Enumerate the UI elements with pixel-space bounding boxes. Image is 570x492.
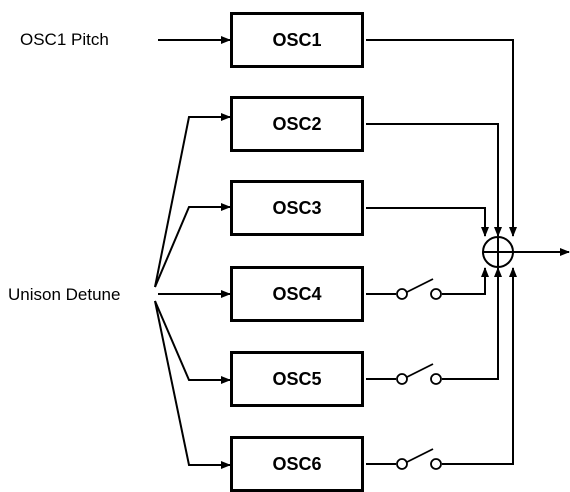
osc2-label: OSC2 (272, 113, 322, 134)
switch-osc5 (396, 363, 442, 385)
switch-osc4 (396, 278, 442, 300)
osc6-block: OSC6 (230, 436, 364, 492)
osc3-block: OSC3 (230, 180, 364, 236)
osc5-label: OSC5 (272, 368, 322, 389)
osc4-label: OSC4 (272, 283, 322, 304)
osc1-pitch-label: OSC1 Pitch (20, 30, 109, 49)
unison-detune-label: Unison Detune (8, 285, 121, 304)
osc1-output-line (366, 39, 517, 237)
summing-junction-icon (482, 236, 514, 268)
osc5-block: OSC5 (230, 351, 364, 407)
switch-osc6 (396, 448, 442, 470)
unison-detune-fanout (154, 113, 231, 469)
osc1-block: OSC1 (230, 12, 364, 68)
osc3-label: OSC3 (272, 197, 322, 218)
osc2-output-line (366, 123, 502, 237)
osc2-block: OSC2 (230, 96, 364, 152)
osc3-output-line (366, 207, 489, 237)
output-lines (366, 39, 517, 465)
osc4-block: OSC4 (230, 266, 364, 322)
osc1-label: OSC1 (272, 29, 322, 50)
osc6-label: OSC6 (272, 453, 322, 474)
